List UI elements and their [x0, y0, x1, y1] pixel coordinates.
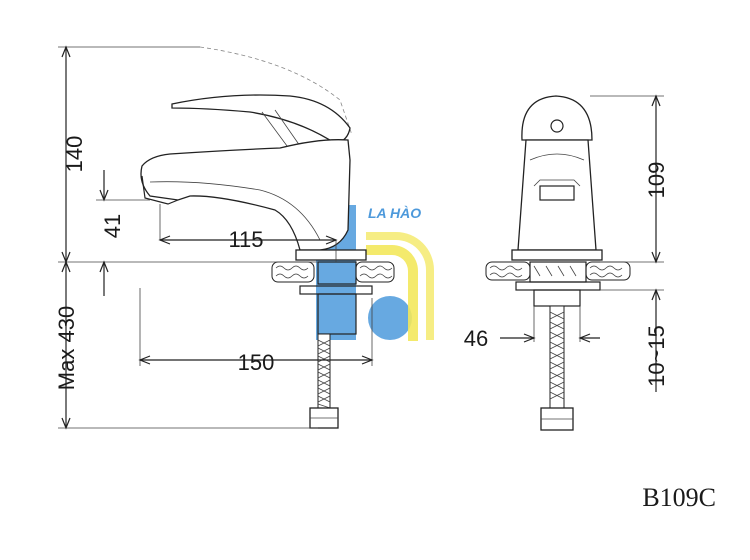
lever-raised-outline: [199, 46, 353, 136]
dimension-lines-side: 109 10~15 46: [464, 94, 669, 392]
side-flange: [511, 249, 603, 261]
lever-handle: [171, 94, 351, 145]
base-flange: [295, 249, 367, 261]
dim-spout-reach: 115: [228, 227, 263, 252]
side-view: [485, 95, 631, 431]
watermark-yellow-arc-2: [366, 232, 434, 340]
watermark-yellow-arc-1: [366, 245, 418, 341]
dim-base-diameter: 46: [464, 326, 488, 351]
fixing-nut: [317, 293, 357, 335]
dim-hose-length: Max 430: [54, 306, 79, 390]
side-lever-cap: [521, 95, 593, 141]
side-nut: [533, 289, 581, 307]
dim-spout-height: 41: [100, 214, 125, 238]
front-view: [58, 46, 395, 429]
dimension-lines-front: 140 41 115 Max 430 150: [54, 45, 374, 430]
watermark-brand: LA HÀO: [368, 205, 421, 221]
side-washer: [515, 281, 601, 291]
model-label: B109C: [642, 483, 716, 512]
dim-overall-reach: 150: [238, 350, 275, 375]
dim-height-total: 140: [62, 136, 87, 173]
dim-body-height-side: 109: [644, 162, 669, 199]
countertop-right: [485, 261, 631, 281]
watermark-blue-dot: [368, 296, 412, 340]
flex-hose-right: [540, 305, 574, 431]
dim-counter-thickness: 10~15: [644, 325, 669, 387]
flex-hose-left: [309, 333, 339, 429]
side-aerator: [539, 185, 575, 201]
side-body: [517, 139, 597, 251]
side-lever-screw: [550, 119, 564, 133]
faucet-body: [140, 139, 351, 251]
